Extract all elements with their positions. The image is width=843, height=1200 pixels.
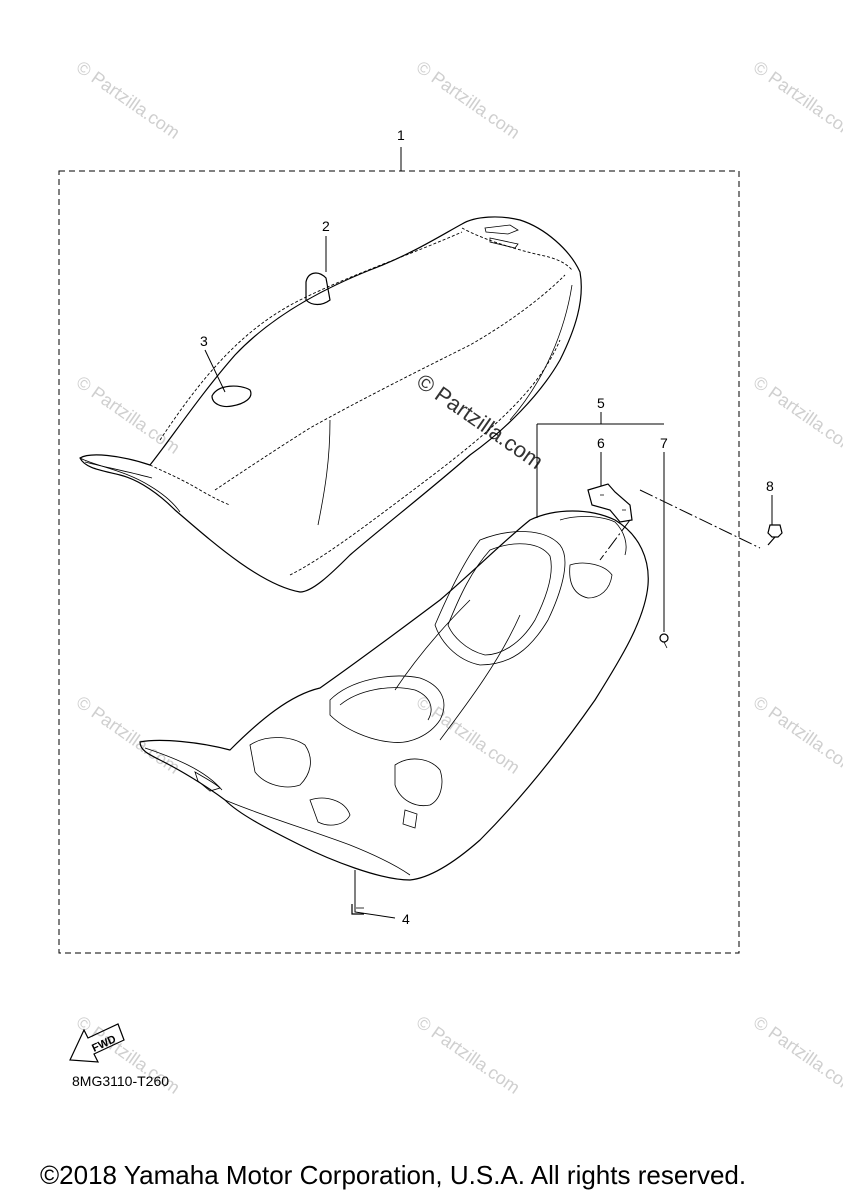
leader-line-8 xyxy=(639,489,761,549)
seat-base xyxy=(139,510,649,881)
watermark-text: © Partzilla.com xyxy=(413,692,524,778)
watermark-center-text: © Partzilla.com xyxy=(412,369,548,475)
callout-8: 8 xyxy=(766,478,774,494)
watermark-text: © Partzilla.com xyxy=(413,57,524,143)
watermark-text: © Partzilla.com xyxy=(73,57,184,143)
copyright-notice: ©2018 Yamaha Motor Corporation, U.S.A. A… xyxy=(40,1160,747,1190)
watermark-text: © Partzilla.com xyxy=(750,692,843,778)
callout-2: 2 xyxy=(322,218,330,234)
hand-grip-slot xyxy=(211,385,252,408)
leader-line-4 xyxy=(354,870,396,919)
callout-4: 4 xyxy=(402,911,410,927)
watermark-text: © Partzilla.com xyxy=(413,1012,524,1098)
bracket xyxy=(587,483,633,523)
seat-cover xyxy=(79,216,582,593)
rivet xyxy=(659,633,669,649)
bolt xyxy=(767,524,783,546)
callout-7: 7 xyxy=(660,435,668,451)
assembly-boundary xyxy=(58,170,740,954)
leader-line-3 xyxy=(204,349,226,393)
watermark-text: © Partzilla.com xyxy=(750,57,843,143)
watermark-text: © Partzilla.com xyxy=(750,1012,843,1098)
seat-strap xyxy=(305,272,331,306)
callout-5: 5 xyxy=(597,395,605,411)
callout-6: 6 xyxy=(597,435,605,451)
callout-3: 3 xyxy=(200,333,208,349)
diagram-code: 8MG3110-T260 xyxy=(72,1073,170,1089)
watermark-text: © Partzilla.com xyxy=(750,372,843,458)
leader-line-bracket xyxy=(599,519,631,561)
watermark-text: © Partzilla.com xyxy=(73,692,184,778)
watermark-text: © Partzilla.com xyxy=(73,372,184,458)
watermarks: © Partzilla.com © Partzilla.com © Partzi… xyxy=(73,57,843,1098)
callout-1: 1 xyxy=(397,127,405,143)
clip xyxy=(351,904,364,915)
